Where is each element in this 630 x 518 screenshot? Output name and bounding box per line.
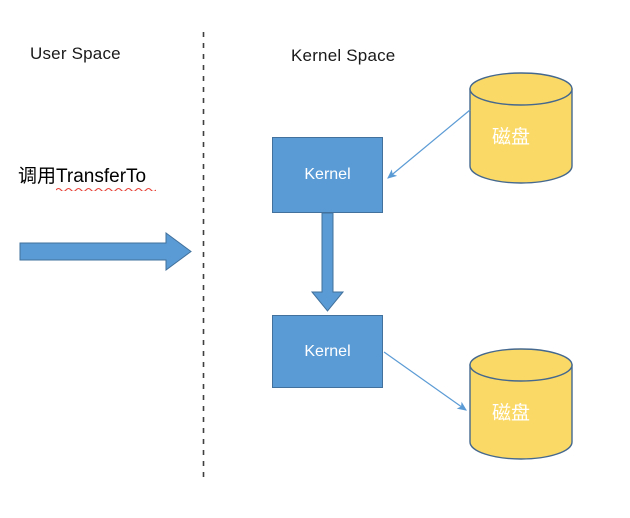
user-space-block-arrow bbox=[19, 232, 192, 271]
kernel-space-title: Kernel Space bbox=[291, 46, 396, 65]
kernel-box-top[interactable]: Kernel bbox=[272, 137, 383, 213]
disk-cylinder-bottom bbox=[469, 348, 573, 460]
disk-cylinder-top bbox=[469, 72, 573, 184]
disk-top-label: 磁盘 bbox=[492, 126, 531, 148]
user-space-title: User Space bbox=[30, 44, 121, 63]
call-label-latin: TransferTo bbox=[56, 166, 147, 187]
call-label-latin-wrapper: TransferTo bbox=[56, 166, 157, 191]
spellcheck-squiggle-icon bbox=[56, 187, 157, 191]
call-label-cjk: 调用 bbox=[18, 166, 57, 187]
transfer-to-call-label: 调用TransferTo bbox=[18, 161, 157, 191]
kernel-to-kernel-block-arrow bbox=[310, 212, 345, 312]
connector-disk-to-kernel bbox=[387, 109, 471, 179]
disk-bottom-label: 磁盘 bbox=[492, 402, 531, 424]
kernel-box-top-label: Kernel bbox=[304, 166, 351, 183]
kernel-box-bottom[interactable]: Kernel bbox=[272, 315, 383, 388]
kernel-box-bottom-label: Kernel bbox=[304, 342, 351, 360]
connector-kernel-to-disk bbox=[383, 351, 467, 411]
